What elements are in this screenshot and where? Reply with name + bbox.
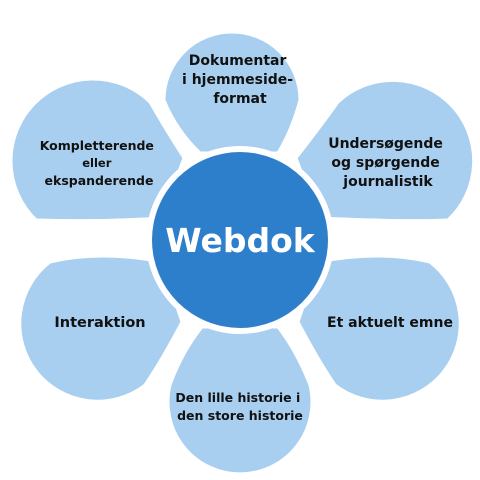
petal-upper-right: Undersøgende og spørgende journalistik — [294, 78, 476, 223]
petal-upper-left-label: Kompletterende eller ekspanderende — [40, 138, 159, 188]
petal-lower-right: Et aktuelt emne — [296, 254, 462, 403]
petal-bottom-label: Den lille historie i den store historie — [175, 390, 304, 423]
petal-top-label: Dokumentar i hjemmeside- format — [182, 53, 298, 107]
petal-top-line-3: format — [213, 91, 267, 107]
petal-lower-left-shape — [18, 254, 184, 403]
petal-bottom-line-1: Den lille historie i — [175, 390, 300, 405]
petal-lower-left-line-1: Interaktion — [54, 315, 145, 331]
petal-top-line-2: i hjemmeside- — [182, 72, 293, 88]
petal-upper-right-label: Undersøgende og spørgende journalistik — [328, 136, 448, 190]
petal-top-shape — [162, 30, 302, 155]
petal-upper-left: Kompletterende eller ekspanderende — [9, 77, 186, 223]
center-circle — [152, 152, 328, 328]
petal-upper-left-line-1: Kompletterende — [40, 138, 154, 153]
petal-bottom-shape — [166, 325, 314, 476]
petal-lower-right-shape — [296, 254, 462, 403]
petal-upper-right-line-1: Undersøgende — [328, 136, 443, 152]
petal-upper-left-line-2: eller — [82, 156, 111, 170]
center-node: Webdok — [146, 146, 334, 334]
petal-top: Dokumentar i hjemmeside- format — [162, 30, 302, 155]
petal-lower-left-label: Interaktion — [54, 315, 145, 331]
petal-lower-right-line-1: Et aktuelt emne — [327, 315, 453, 331]
petal-upper-left-shape — [9, 77, 186, 223]
petal-upper-right-line-2: og spørgende — [331, 155, 439, 171]
petal-lower-left: Interaktion — [18, 254, 184, 403]
petal-upper-right-shape — [294, 78, 476, 223]
petal-bottom: Den lille historie i den store historie — [166, 325, 314, 476]
petal-top-line-1: Dokumentar — [189, 53, 287, 69]
petal-bottom-line-2: den store historie — [177, 408, 303, 423]
center-label: Webdok — [165, 221, 316, 260]
petal-upper-left-line-3: ekspanderende — [45, 173, 154, 188]
petal-lower-right-label: Et aktuelt emne — [327, 315, 453, 331]
petal-upper-right-line-3: journalistik — [342, 174, 433, 190]
